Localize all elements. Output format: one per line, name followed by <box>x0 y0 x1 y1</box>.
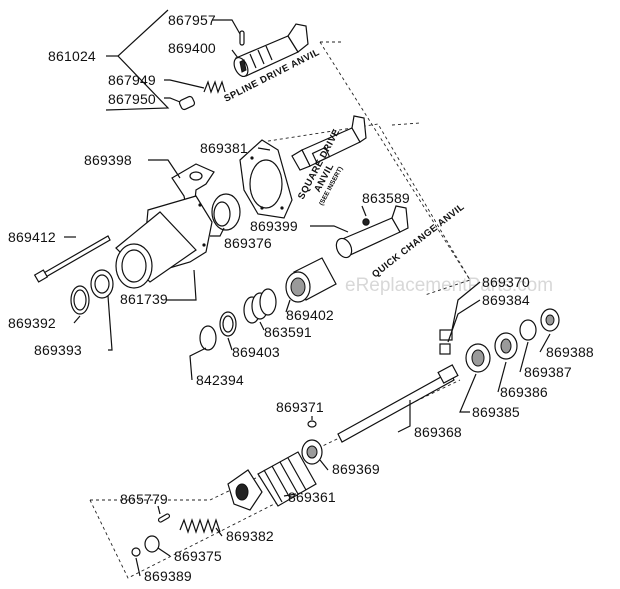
ball-863589 <box>362 218 370 226</box>
label-869393: 869393 <box>34 342 82 358</box>
label-869361: 869361 <box>288 489 336 505</box>
label-869368: 869368 <box>414 424 462 440</box>
spline-drive-anvil-assembly <box>178 23 309 111</box>
label-867949: 867949 <box>108 72 156 88</box>
label-869402: 869402 <box>286 307 334 323</box>
label-861739: 861739 <box>120 291 168 307</box>
hammer-case-861739 <box>115 195 213 289</box>
spring-867949 <box>203 80 226 94</box>
plunger-867950 <box>178 95 196 111</box>
dashed-enclosure-lines <box>89 41 471 579</box>
quick-change-anvil-869399 <box>335 205 409 259</box>
label-861024: 861024 <box>48 48 96 64</box>
label-869387: 869387 <box>524 364 572 380</box>
label-869381: 869381 <box>200 140 248 156</box>
label-869385: 869385 <box>472 404 520 420</box>
small-parts-869371-869369 <box>301 420 323 465</box>
pin-867957 <box>239 30 245 46</box>
hammer-cage-869361 <box>227 451 317 511</box>
part-labels: 867957 861024 869400 867949 867950 86938… <box>8 12 594 584</box>
spring-869382 <box>179 518 221 534</box>
label-869392: 869392 <box>8 315 56 331</box>
square-drive-anvil <box>291 115 367 171</box>
label-869370: 869370 <box>482 274 530 290</box>
washer-869387 <box>519 319 537 341</box>
shaft-869368 <box>337 364 459 443</box>
washer-869384 <box>439 343 451 355</box>
bearing-stack-right <box>439 308 560 373</box>
label-869388: 869388 <box>546 344 594 360</box>
label-863591: 863591 <box>264 324 312 340</box>
caption-quick-change-anvil: QUICK CHANGE ANVIL <box>370 201 467 280</box>
label-869384: 869384 <box>482 292 530 308</box>
rings-869392-869393 <box>70 269 114 315</box>
bushing-869376 <box>211 193 241 231</box>
label-869412: 869412 <box>8 229 56 245</box>
label-869399: 869399 <box>250 218 298 234</box>
label-869382: 869382 <box>226 528 274 544</box>
label-869389: 869389 <box>144 568 192 584</box>
label-842394: 842394 <box>196 372 244 388</box>
label-869386: 869386 <box>500 384 548 400</box>
ball-869389 <box>131 547 141 557</box>
plunger-869375 <box>144 535 160 553</box>
cap-869370 <box>439 329 453 341</box>
label-869398: 869398 <box>84 152 132 168</box>
cover-plate-869381 <box>239 139 293 219</box>
label-863589: 863589 <box>362 190 410 206</box>
watermark-text: eReplacementParts.com <box>345 275 553 296</box>
label-869403: 869403 <box>232 344 280 360</box>
label-867950: 867950 <box>108 91 156 107</box>
spring-863591 <box>243 288 277 324</box>
leader-lines <box>64 9 551 577</box>
pin-865779 <box>157 513 171 523</box>
sleeve-869402 <box>285 257 337 303</box>
label-867957: 867957 <box>168 12 216 28</box>
label-869369: 869369 <box>332 461 380 477</box>
label-869371: 869371 <box>276 399 324 415</box>
rings-869403-842394 <box>199 311 237 351</box>
bolt-869412 <box>33 235 111 283</box>
label-869400: 869400 <box>168 40 216 56</box>
label-869376: 869376 <box>224 235 272 251</box>
label-869375: 869375 <box>174 548 222 564</box>
label-865779: 865779 <box>120 491 168 507</box>
